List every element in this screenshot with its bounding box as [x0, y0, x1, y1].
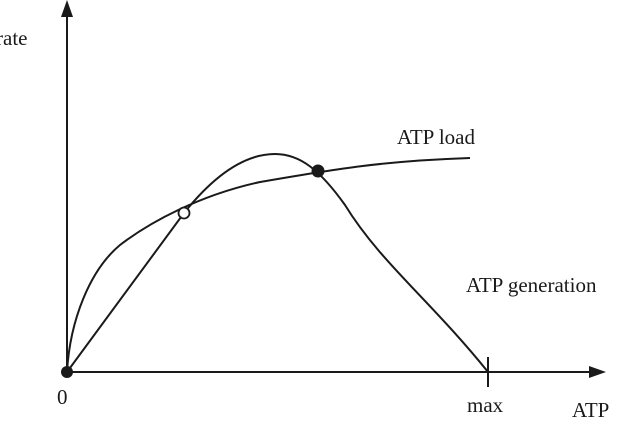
atp-generation-curve [66, 152, 489, 373]
unstable-intersection-point [177, 206, 191, 220]
y-axis-arrowhead [61, 0, 73, 17]
origin-label: 0 [57, 385, 68, 409]
origin-point [61, 366, 73, 378]
x-axis-arrowhead [589, 366, 606, 378]
y-axis-label: rate [0, 26, 27, 50]
max-label: max [467, 393, 504, 417]
atp-load-curve [66, 157, 471, 373]
stable-intersection-point [311, 164, 325, 178]
x-axis-label: ATP [572, 398, 609, 422]
atp-load-label: ATP load [397, 125, 475, 149]
atp-generation-label: ATP generation [466, 273, 597, 297]
